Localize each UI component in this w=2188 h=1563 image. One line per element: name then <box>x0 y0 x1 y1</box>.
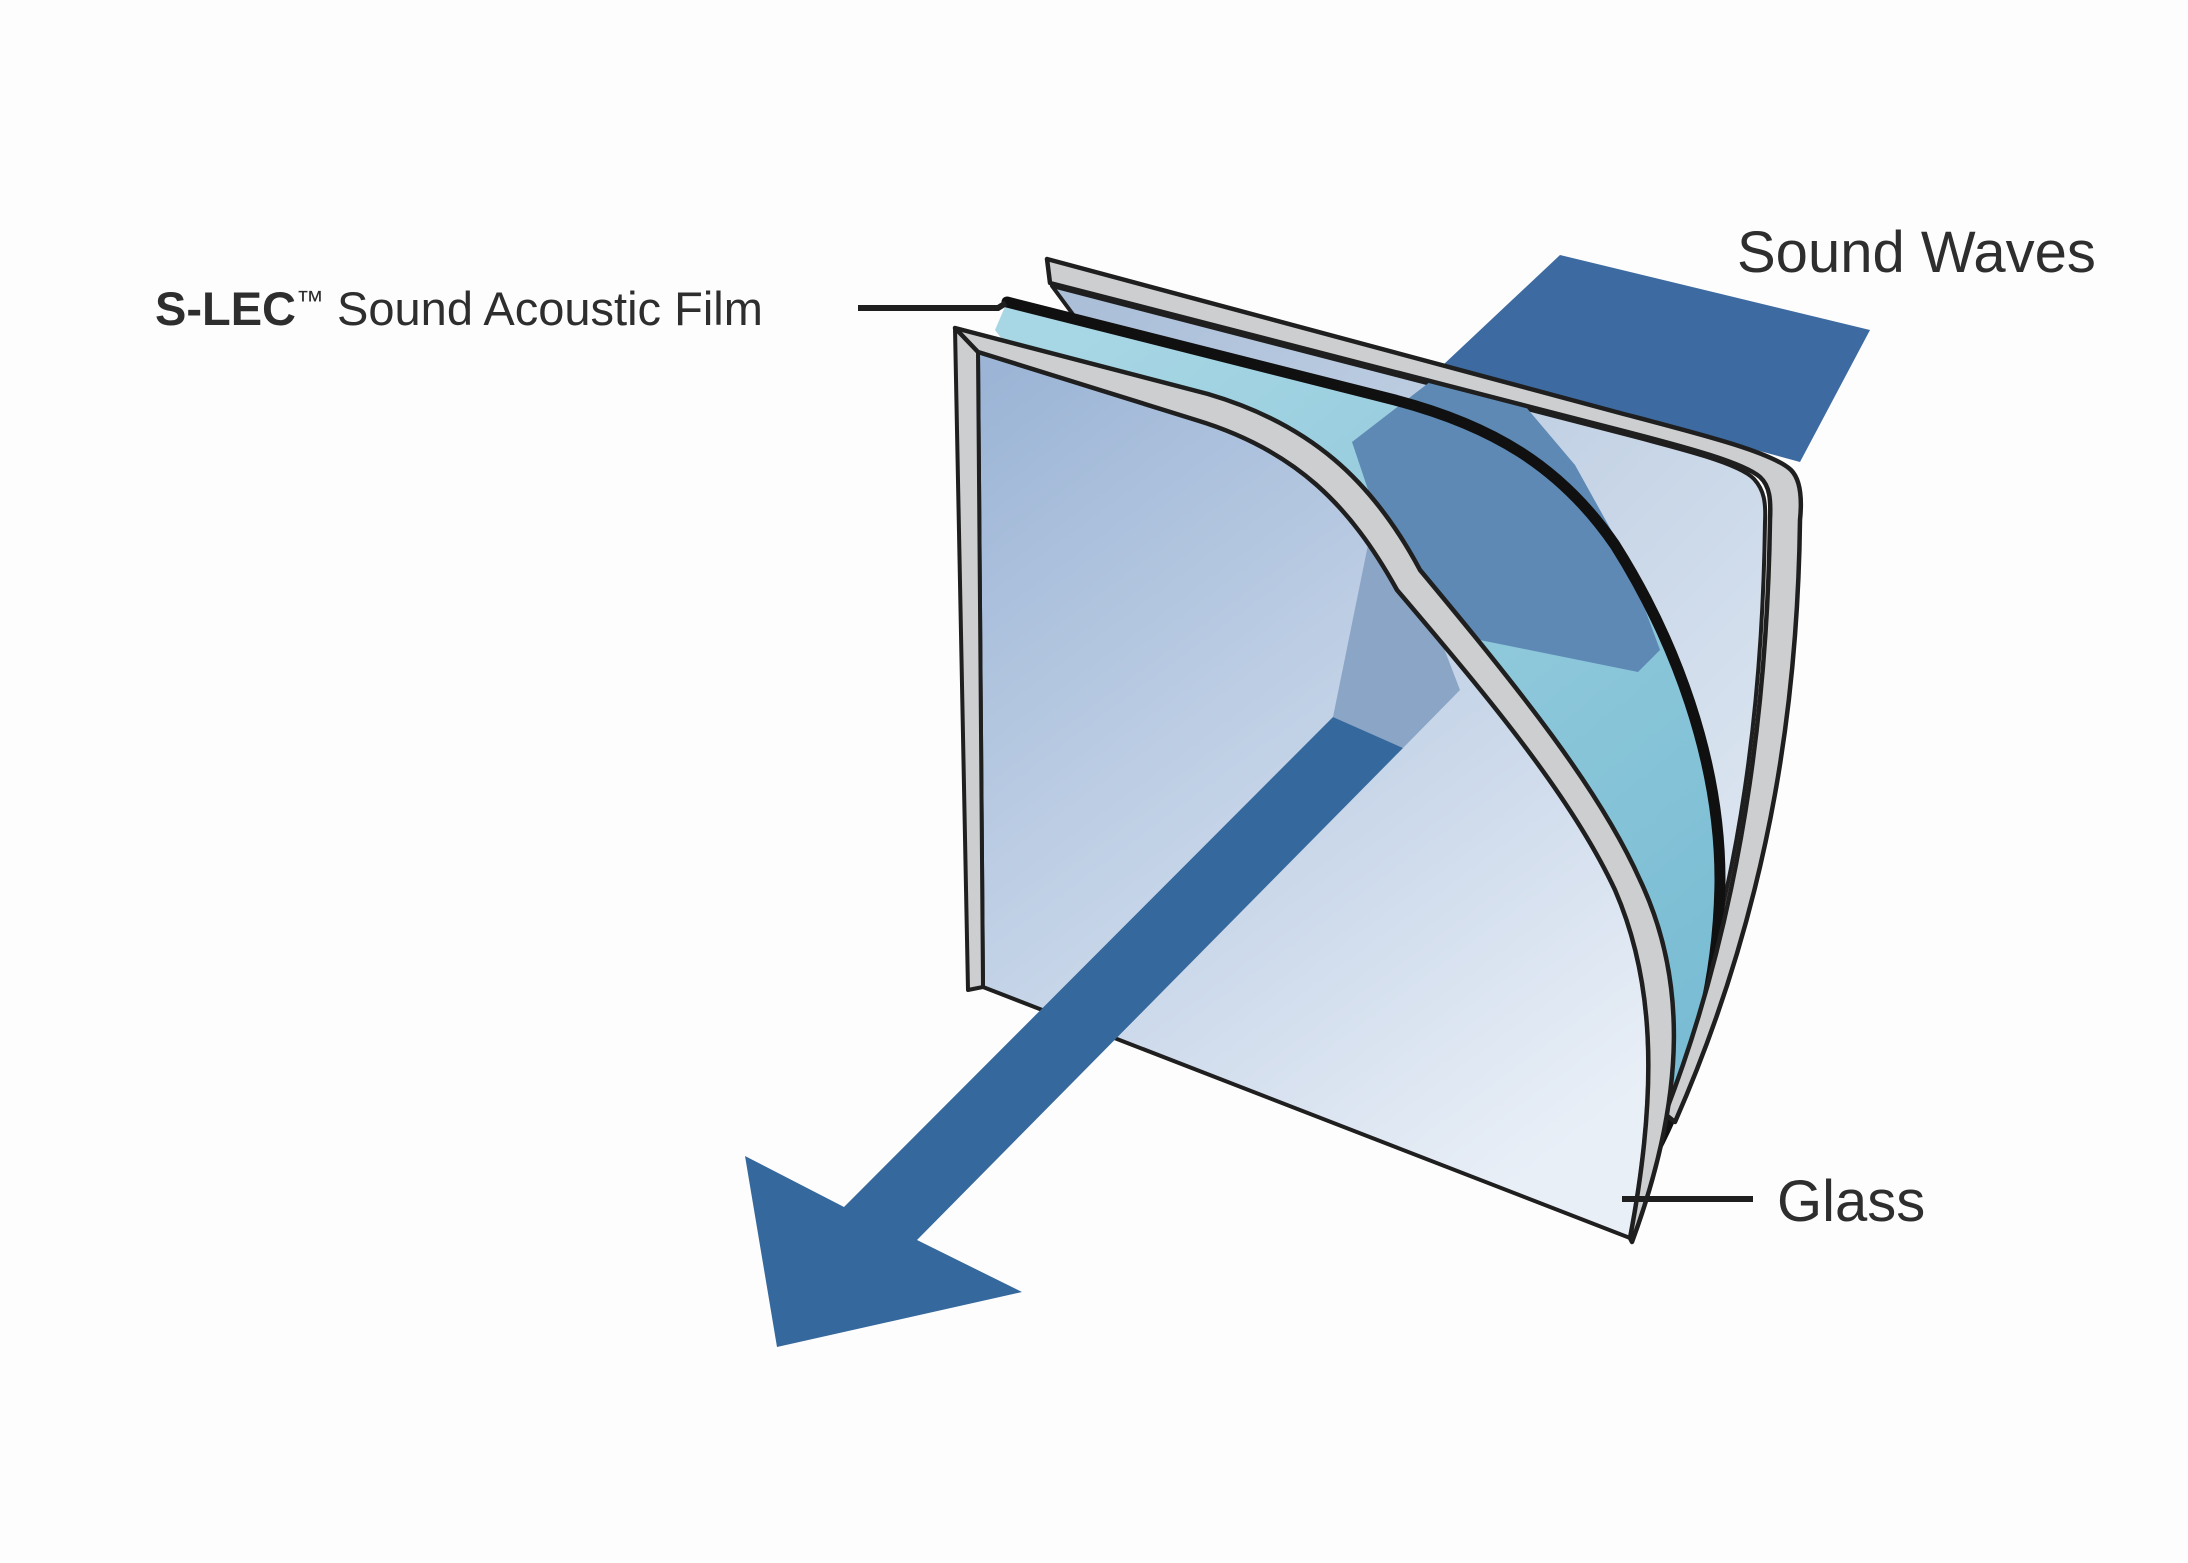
sound-wave-incoming-band <box>1443 255 1870 462</box>
back-glass-pane-edge <box>1044 256 1804 1125</box>
sound-wave-through-front-glass <box>1333 535 1460 748</box>
film-label-brand: S-LEC <box>155 282 296 335</box>
sound-wave-exit-arrow <box>745 717 1403 1347</box>
front-glass-pane-edge <box>952 325 1677 1245</box>
film-label: S-LEC™ Sound Acoustic Film <box>155 282 763 335</box>
film-label-trademark: ™ <box>296 285 324 316</box>
film-label-text: Sound Acoustic Film <box>324 282 763 335</box>
film-label-leader-line <box>858 300 1008 311</box>
glass-label: Glass <box>1777 1169 1925 1234</box>
sound-wave-inside-glass-band <box>1352 378 1660 672</box>
sound-waves-label: Sound Waves <box>1737 220 2096 285</box>
